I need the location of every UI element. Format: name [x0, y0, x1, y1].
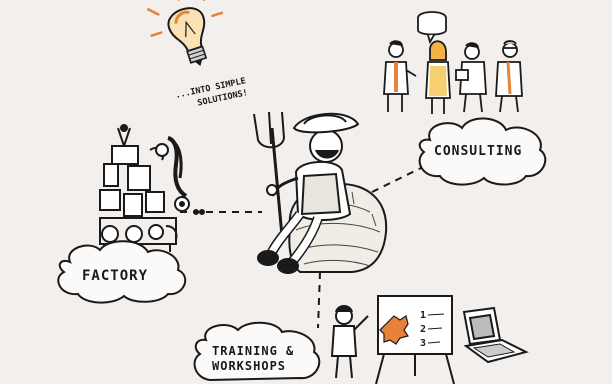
tagline: ...INTO SIMPLE SOLUTIONS!	[175, 76, 249, 108]
factory-label: FACTORY	[82, 268, 149, 284]
presenter-flipchart-icon: 1 2 3	[330, 295, 455, 384]
business-people-icon	[383, 11, 523, 114]
lightbulb-icon	[147, 0, 224, 67]
training-label: TRAINING & WORKSHOPS	[212, 344, 294, 374]
training-label-line-1: TRAINING &	[212, 344, 295, 358]
flipchart-item-3: 3	[420, 338, 426, 349]
flipchart-item-1: 1	[420, 310, 426, 321]
factory-cloud	[57, 240, 187, 304]
training-label-line-2: WORKSHOPS	[212, 359, 287, 373]
consulting-label: CONSULTING	[434, 144, 523, 159]
flipchart-item-2: 2	[420, 324, 426, 335]
consulting-cloud	[418, 117, 547, 186]
farmer-haystack-icon	[253, 111, 388, 274]
laptop-icon	[462, 306, 529, 364]
training-cloud	[193, 321, 321, 382]
connector-training	[317, 271, 321, 329]
factory-machine-icon	[99, 124, 205, 252]
connector-consulting	[371, 165, 426, 193]
